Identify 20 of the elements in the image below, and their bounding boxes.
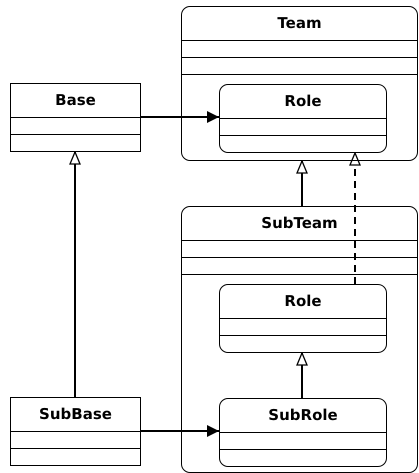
class-box [219,284,387,353]
class-name: SubTeam [261,213,338,234]
class-name: Base [55,90,96,111]
class-box [219,84,387,153]
generalization-arrow [69,151,81,397]
class-name: Team [277,13,322,34]
class-box [219,398,387,467]
class-name: Role [284,91,322,112]
class-name: SubBase [39,404,112,425]
generalization-arrow [349,152,361,284]
class-box [10,397,141,466]
association-arrow [141,425,219,437]
class-name: Role [284,291,322,312]
class-box [10,83,141,152]
association-arrow [141,111,219,123]
class-box [181,206,418,473]
class-box [181,6,418,161]
class-name: SubRole [268,405,338,426]
generalization-arrow [296,160,308,206]
generalization-arrow [296,352,308,398]
